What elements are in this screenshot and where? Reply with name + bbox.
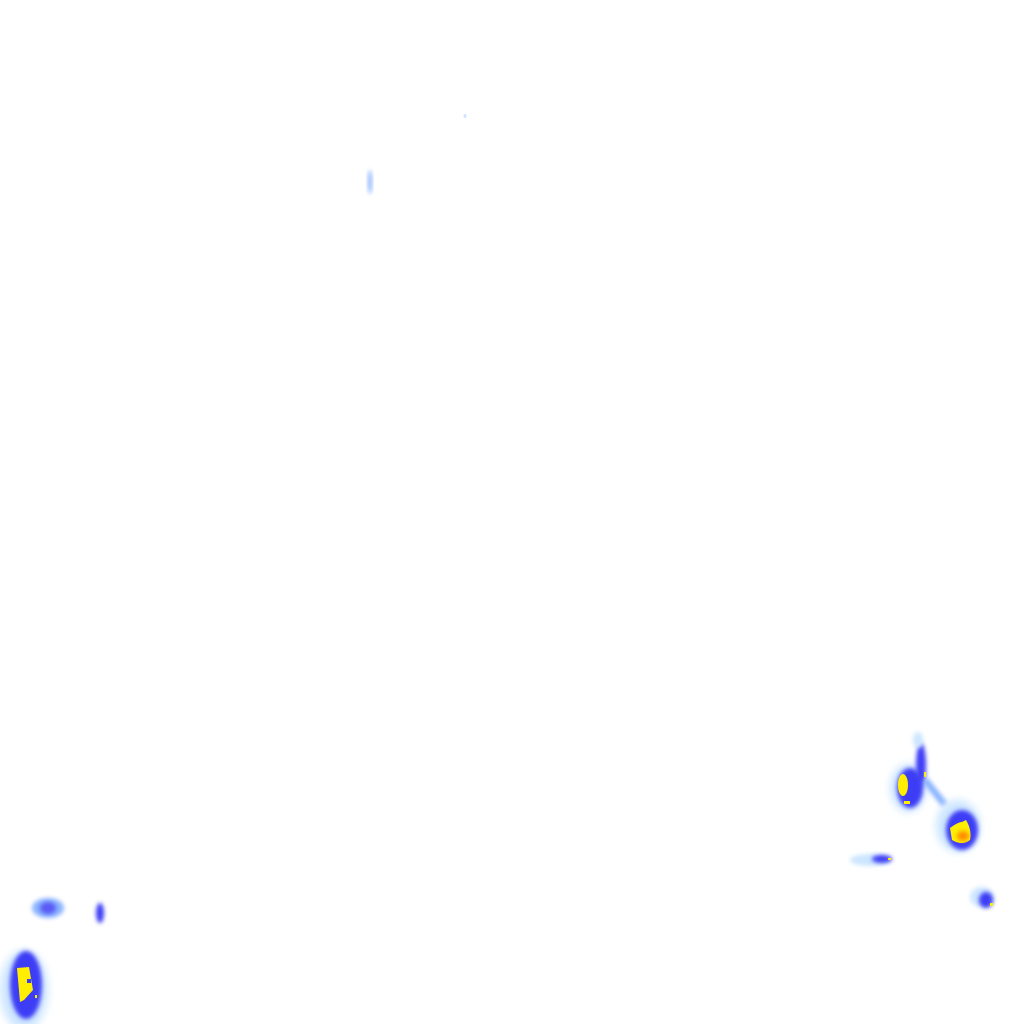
echo-cell-east-core (936, 800, 980, 852)
echo-speck-top (368, 114, 467, 194)
echo-cell-southwest-core (0, 950, 48, 1024)
echo-cell-east-west (850, 854, 892, 866)
echo-cell-east-south (970, 887, 994, 908)
echo-cell-east-north (890, 732, 948, 812)
echo-cell-southwest-north (32, 898, 104, 923)
